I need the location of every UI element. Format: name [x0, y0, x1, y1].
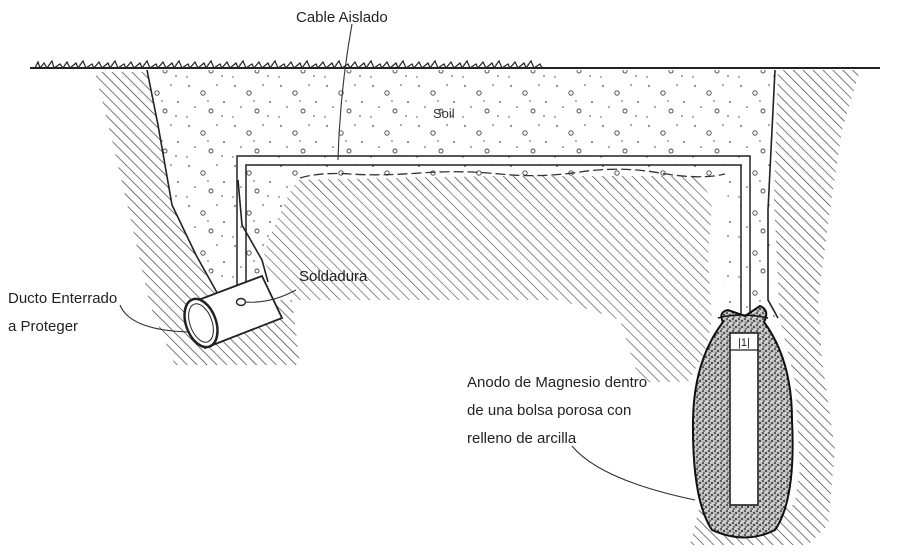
weld-point [235, 297, 247, 307]
ground-surface [30, 59, 880, 70]
pipe-label-line1: Ducto Enterrado [8, 290, 117, 307]
cable-label: Cable Aislado [296, 9, 388, 26]
soil-label: Soil [433, 106, 455, 121]
soil-lower-edge [299, 168, 726, 179]
insulated-cable [236, 155, 751, 315]
earth-hatching [95, 70, 860, 545]
weld-leader [244, 289, 297, 303]
pipe-leader [119, 304, 189, 333]
magnesium-anode: |1| [729, 332, 759, 506]
anode-label-line3: relleno de arcilla [467, 430, 577, 447]
anode-leader [571, 445, 696, 501]
pipe-label-line2: a Proteger [8, 318, 78, 335]
anode-label-line1: Anodo de Magnesio dentro [467, 374, 647, 391]
weld-label: Soldadura [299, 268, 368, 285]
buried-pipe [183, 274, 284, 350]
cable-leader [337, 23, 353, 161]
anode-label-line2: de una bolsa porosa con [467, 402, 631, 419]
soil-area [147, 70, 778, 318]
anode-mark: |1| [738, 337, 750, 349]
leader-lines [119, 23, 696, 501]
trench-outlines [146, 69, 779, 319]
